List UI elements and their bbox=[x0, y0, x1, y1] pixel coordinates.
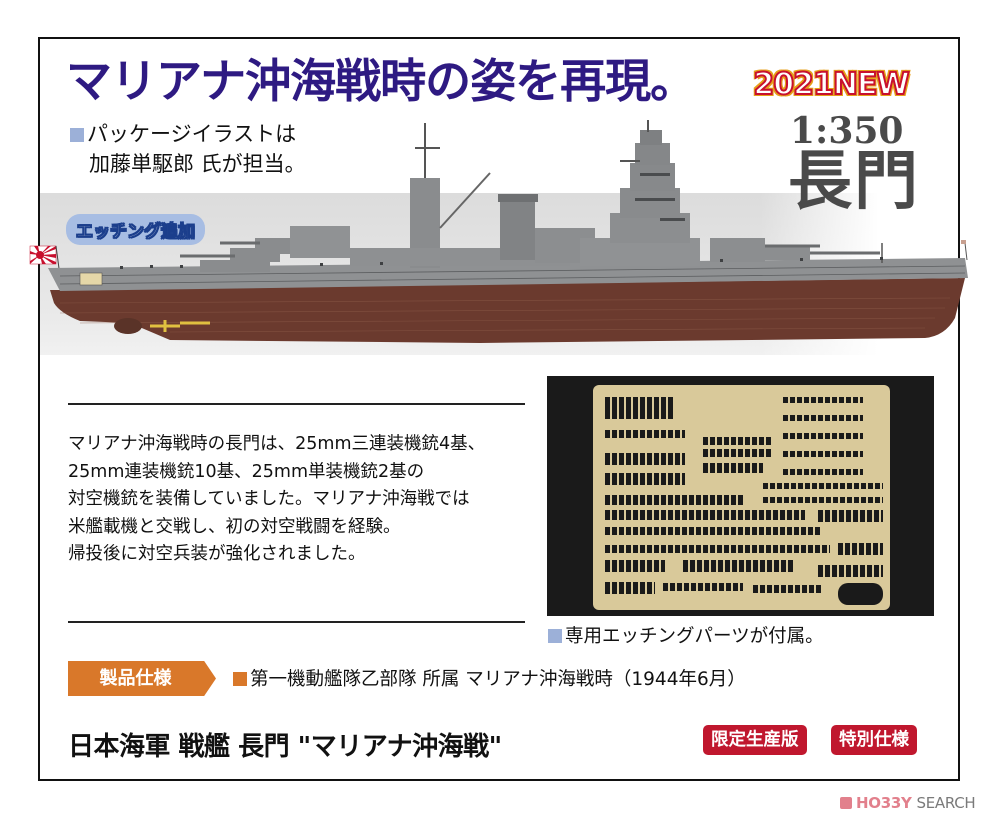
page-frame bbox=[38, 37, 960, 781]
description-text: マリアナ沖海戦時の長門は、25mm三連装機銃4基、 25mm連装機銃10基、25… bbox=[68, 431, 485, 569]
hobby-search-logo-icon bbox=[840, 797, 852, 809]
credit-line-1: パッケージイラストは bbox=[87, 122, 297, 146]
bullet-square-icon bbox=[548, 629, 562, 643]
product-title: 日本海軍 戦艦 長門 "マリアナ沖海戦" bbox=[68, 732, 502, 762]
photo-etched-fret bbox=[593, 385, 890, 610]
spec-tag-label: 製品仕様 bbox=[99, 668, 172, 689]
description-line: 帰投後に対空兵装が強化されました。 bbox=[68, 544, 366, 564]
description-line: マリアナ沖海戦時の長門は、25mm三連装機銃4基、 bbox=[68, 434, 486, 454]
credit-line-2: 加藤単駆郎 氏が担当。 bbox=[89, 152, 306, 176]
watermark-search: SEARCH bbox=[916, 794, 976, 812]
description-line: 25mm連装機銃10基、25mm単装機銃2基の bbox=[68, 461, 425, 482]
etching-added-label: エッチング追加 bbox=[66, 214, 205, 245]
new-2021-badge: 2021NEW bbox=[752, 66, 910, 103]
special-spec-badge: 特別仕様 bbox=[831, 725, 917, 755]
spec-text: 第一機動艦隊乙部隊 所属 マリアナ沖海戦時（1944年6月） bbox=[250, 669, 746, 690]
spec-tag-arrow-shape bbox=[68, 661, 216, 696]
headline: マリアナ沖海戦時の姿を再現。 bbox=[66, 54, 696, 108]
etching-parts-caption: 専用エッチングパーツが付属。 bbox=[548, 622, 824, 648]
battleship-nagato-illustration bbox=[29, 120, 968, 343]
bullet-square-icon bbox=[233, 672, 247, 686]
ship-name-title: 長門 bbox=[788, 144, 920, 219]
etching-parts-photo bbox=[547, 376, 934, 616]
bullet-square-icon bbox=[70, 128, 84, 142]
description-line: 米艦載機と交戦し、初の対空戦闘を経験。 bbox=[68, 516, 401, 537]
illustration-credit: パッケージイラストは 加藤単駆郎 氏が担当。 bbox=[70, 119, 306, 179]
caption-text: 専用エッチングパーツが付属。 bbox=[565, 626, 824, 647]
divider-top bbox=[68, 403, 525, 405]
spec-description: 第一機動艦隊乙部隊 所属 マリアナ沖海戦時（1944年6月） bbox=[233, 665, 746, 691]
hobby-search-watermark: HO33Y SEARCH bbox=[840, 794, 976, 812]
product-spec-tag: 製品仕様 bbox=[68, 661, 216, 696]
watermark-hobby: HO33Y bbox=[856, 794, 912, 812]
limited-edition-badge: 限定生産版 bbox=[703, 725, 807, 755]
scale-label: 1:350 bbox=[790, 110, 904, 152]
divider-bottom bbox=[68, 621, 525, 623]
description-line: 対空機銃を装備していました。マリアナ沖海戦では bbox=[68, 489, 470, 509]
